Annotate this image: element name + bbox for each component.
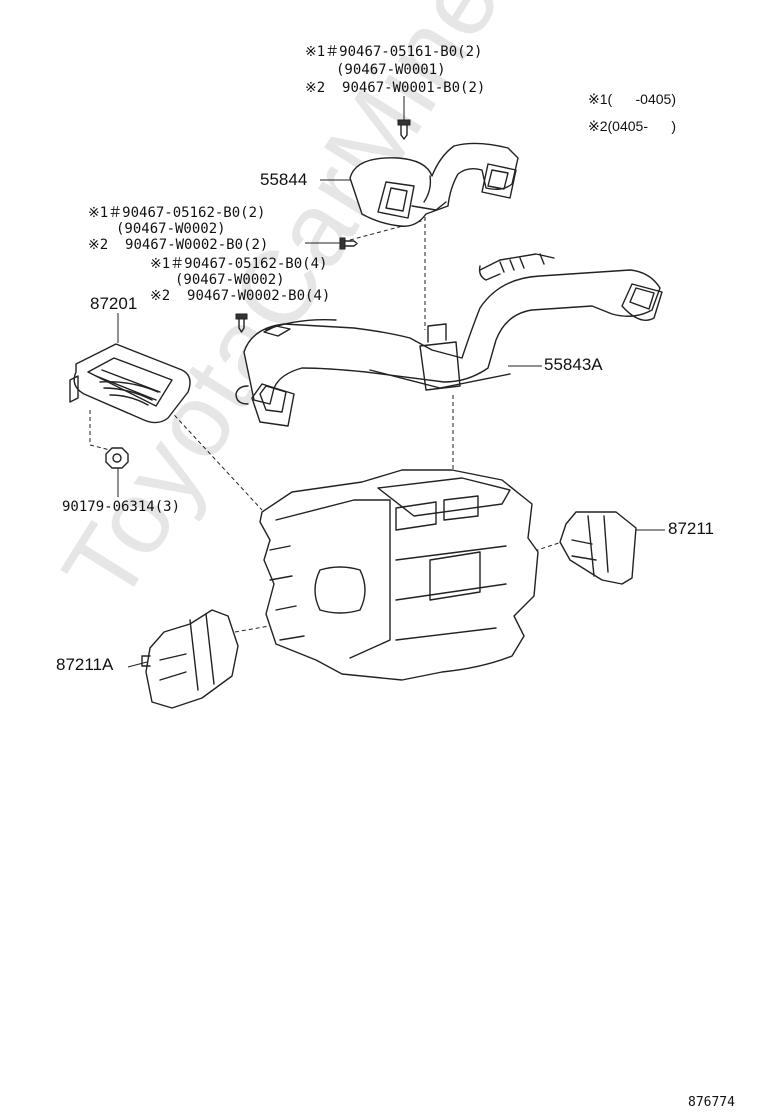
- callout-screw-mid-line-2: (90467-W0002): [116, 221, 226, 237]
- legend-line-2: ※2(0405- ): [588, 118, 676, 134]
- callout-screw-low-line-3: ※2 90467-W0002-B0(4): [150, 288, 331, 304]
- callout-nut-90179: 90179-06314(3): [62, 499, 181, 515]
- screw-middle: [339, 237, 358, 250]
- callout-screw-mid-line-3: ※2 90467-W0002-B0(2): [88, 237, 269, 253]
- duct-55844: [349, 142, 519, 227]
- nut-90179: [105, 447, 129, 469]
- duct-55843A: [235, 253, 663, 427]
- callout-screw-low-line-1: ※1＃90467-05162-B0(4): [150, 256, 328, 272]
- callout-screw-low-line-2: (90467-W0002): [175, 272, 285, 288]
- callout-part-55844: 55844: [260, 170, 308, 189]
- heater-unit-assembly: [259, 469, 539, 681]
- cover-87211A: [141, 609, 239, 709]
- cover-87211: [559, 511, 637, 585]
- callout-screw-top-line-3: ※2 90467-W0001-B0(2): [305, 80, 486, 96]
- vent-87201: [69, 343, 191, 424]
- screw-lower: [235, 313, 248, 333]
- figure-number: 876774: [688, 1095, 735, 1110]
- callout-part-55843A: 55843A: [544, 355, 603, 374]
- callout-screw-mid-line-1: ※1＃90467-05162-B0(2): [88, 205, 266, 221]
- callout-part-87211: 87211: [668, 519, 715, 538]
- callout-screw-top-line-1: ※1＃90467-05161-B0(2): [305, 44, 483, 60]
- callout-part-87201: 87201: [90, 294, 138, 313]
- callout-screw-top-line-2: (90467-W0001): [336, 62, 446, 78]
- screw-top: [397, 119, 411, 140]
- leader-lines: [117, 96, 665, 668]
- callout-part-87211A: 87211A: [56, 655, 114, 674]
- legend-line-1: ※1( -0405): [588, 91, 676, 107]
